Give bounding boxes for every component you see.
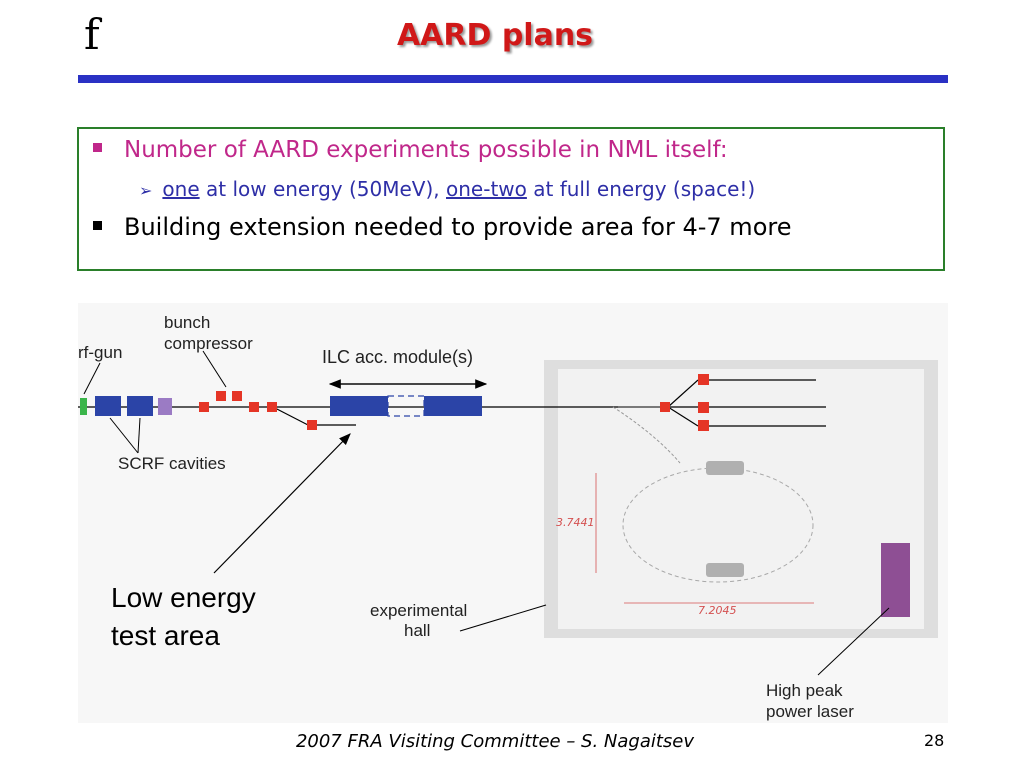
experimental-hall-label-1: experimental [370, 601, 467, 620]
experimental-hall-label-2: hall [404, 621, 430, 640]
low-energy-label-2: test area [111, 620, 220, 651]
lower-line [667, 406, 699, 427]
sub-bullet-1: ➢ one at low energy (50MeV), one-two at f… [139, 177, 755, 201]
compressor-magnet [216, 391, 226, 401]
laser-label-2: power laser [766, 702, 854, 721]
transfer-line [612, 406, 681, 464]
low-energy-arrow [213, 433, 351, 574]
storage-ring [622, 467, 814, 583]
sub-bullet-part2: at full energy (space!) [526, 177, 756, 201]
scrf-cavity-2 [127, 396, 153, 416]
horizontal-dimension-label: 7.2045 [698, 604, 737, 617]
scrf-label: SCRF cavities [118, 454, 226, 473]
low-energy-branch [272, 406, 309, 426]
bullet-2: Building extension needed to provide are… [93, 213, 791, 241]
vertical-dimension-label: 3.7441 [556, 516, 595, 529]
logo: f [84, 10, 100, 59]
experimental-hall-inner [558, 369, 924, 629]
slide-title: AARD plans [396, 18, 594, 53]
footer-text: 2007 FRA Visiting Committee – S. Nagaits… [295, 731, 695, 752]
ilc-module-1 [330, 396, 388, 416]
line-magnet [660, 402, 670, 412]
scrf-pointer-1 [109, 417, 139, 454]
laser-block [881, 543, 910, 617]
page-number: 28 [924, 731, 945, 750]
rf-gun-label: rf-gun [78, 343, 122, 362]
scrf-pointer-2 [137, 417, 141, 454]
compressor-magnet [199, 402, 209, 412]
laser-pointer [817, 607, 890, 676]
line-magnet [698, 402, 709, 413]
compressor-label: compressor [164, 334, 253, 353]
laser-label-1: High peak [766, 681, 843, 700]
ilc-module-2 [424, 396, 482, 416]
rf-gun-pointer [83, 362, 101, 395]
bullet-box: Number of AARD experiments possible in N… [77, 127, 945, 271]
line-magnet [698, 374, 709, 385]
compressor-magnet [232, 391, 242, 401]
bullet-1-text: Number of AARD experiments possible in N… [124, 137, 728, 163]
bullet-1: Number of AARD experiments possible in N… [93, 137, 728, 163]
hall-pointer [459, 604, 547, 632]
beamline-diagram: 3.7441 7.2045 rf-gun bunch compressor IL… [78, 303, 948, 723]
upper-line [667, 379, 699, 408]
square-bullet-icon [93, 220, 102, 230]
low-energy-label-1: Low energy [111, 582, 256, 613]
sub-bullet-one: one [162, 177, 200, 201]
scrf-cavity-1 [95, 396, 121, 416]
bunch-label: bunch [164, 313, 210, 332]
compressor-magnet [249, 402, 259, 412]
branch-magnet [307, 420, 317, 430]
rf-gun [80, 398, 87, 415]
arrow-bullet-icon: ➢ [139, 181, 153, 200]
line-magnet [698, 420, 709, 431]
compressor-magnet [267, 402, 277, 412]
ilc-label: ILC acc. module(s) [322, 347, 473, 367]
square-bullet-icon [93, 143, 102, 152]
sub-bullet-one-two: one-two [446, 177, 527, 201]
ring-component-upper [706, 461, 744, 475]
bullet-2-text: Building extension needed to provide are… [124, 213, 792, 241]
purple-element [158, 398, 172, 415]
compressor-pointer [202, 350, 227, 388]
ring-component-lower [706, 563, 744, 577]
sub-bullet-part1: at low energy (50MeV), [199, 177, 447, 201]
title-divider [78, 75, 948, 83]
